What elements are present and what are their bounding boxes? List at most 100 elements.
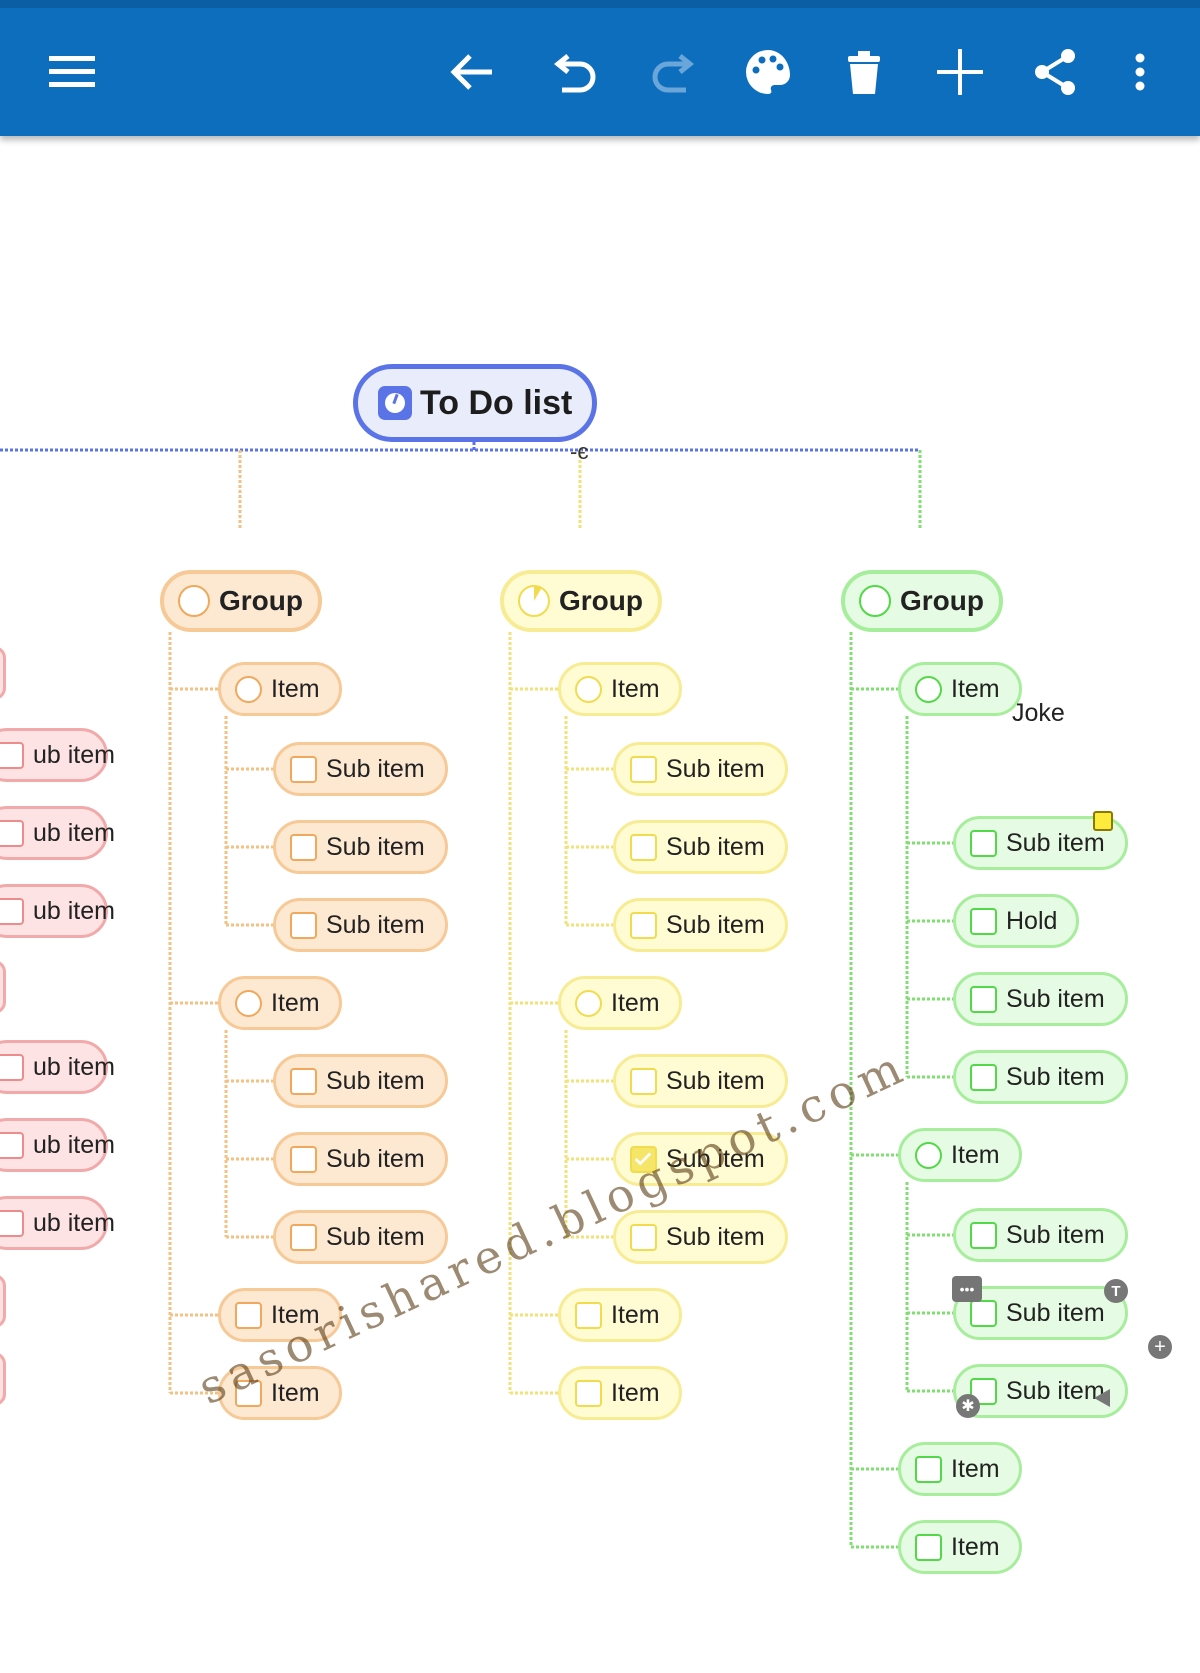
sub-item-node[interactable]: Sub item [953, 972, 1128, 1026]
group-node[interactable]: Group [160, 570, 322, 632]
sub-item-node[interactable]: Sub item [613, 1132, 788, 1186]
item-node[interactable]: Item [558, 976, 682, 1030]
sub-item-node[interactable]: Sub item [613, 820, 788, 874]
progress-circle-icon[interactable] [575, 675, 602, 703]
item-node[interactable]: Item [898, 662, 1022, 716]
item-node[interactable] [0, 646, 6, 700]
redo-icon[interactable] [636, 36, 708, 108]
undo-icon[interactable] [540, 36, 612, 108]
checkbox-icon[interactable] [290, 1223, 317, 1251]
checkbox-icon[interactable] [0, 1053, 24, 1081]
checkbox-icon[interactable] [0, 741, 24, 769]
checkbox-icon[interactable] [235, 1379, 262, 1407]
text-icon[interactable]: T [1104, 1279, 1128, 1303]
item-node[interactable]: Item [558, 662, 682, 716]
sub-item-node[interactable]: Sub item [273, 898, 448, 952]
checkbox-icon[interactable] [575, 1379, 602, 1407]
collapse-icon[interactable]: -є [570, 439, 589, 464]
palette-icon[interactable] [732, 36, 804, 108]
add-circle-icon[interactable]: + [1148, 1335, 1172, 1359]
item-node[interactable] [0, 1274, 6, 1328]
checkbox-icon[interactable] [970, 1063, 997, 1091]
checkbox-icon[interactable] [630, 1223, 657, 1251]
group-node[interactable]: Group [841, 570, 1003, 632]
group-node[interactable]: Group [500, 570, 662, 632]
checkbox-icon[interactable] [970, 1377, 997, 1405]
checkbox-icon[interactable] [915, 1455, 942, 1483]
item-node[interactable] [0, 960, 6, 1014]
trash-icon[interactable] [828, 36, 900, 108]
item-node[interactable] [0, 1352, 6, 1406]
checkbox-icon[interactable] [575, 1301, 602, 1329]
sub-item-node[interactable]: Sub item [953, 1208, 1128, 1262]
checkbox-icon[interactable] [970, 985, 997, 1013]
checkbox-icon[interactable] [970, 907, 997, 935]
checkbox-icon[interactable] [0, 1131, 24, 1159]
sub-item-node[interactable]: Sub item [953, 1050, 1128, 1104]
checkbox-icon[interactable] [0, 897, 24, 925]
checkbox-icon[interactable] [970, 1299, 997, 1327]
sub-item-node[interactable]: Sub item [953, 1364, 1128, 1418]
sub-item-node[interactable]: Sub item [273, 1210, 448, 1264]
sub-item-node[interactable]: Sub item [273, 742, 448, 796]
sub-item-node[interactable]: ub item [0, 728, 115, 782]
progress-circle-icon[interactable] [575, 989, 602, 1017]
item-node[interactable]: Item [898, 1442, 1022, 1496]
sub-item-node[interactable]: Sub item [613, 1210, 788, 1264]
more-dots-icon[interactable]: ••• [952, 1276, 982, 1302]
sub-item-node[interactable]: Sub item [613, 1054, 788, 1108]
sub-item-node[interactable]: ub item [0, 1196, 115, 1250]
checkbox-icon[interactable] [290, 1145, 317, 1173]
progress-circle-icon[interactable] [235, 675, 262, 703]
item-node[interactable]: Item [218, 1366, 342, 1420]
item-node[interactable]: Item [218, 662, 342, 716]
checkbox-icon[interactable] [235, 1301, 262, 1329]
checked-checkbox-icon[interactable] [630, 1145, 657, 1173]
checkbox-icon[interactable] [630, 911, 657, 939]
mind-map-canvas[interactable]: To Do list -є ub item ub item ub item ub it… [0, 136, 1200, 1673]
add-icon[interactable] [924, 36, 996, 108]
asterisk-icon[interactable]: ✱ [956, 1394, 980, 1418]
sub-item-node[interactable]: Sub item [273, 1132, 448, 1186]
checkbox-icon[interactable] [290, 911, 317, 939]
sub-item-node[interactable]: Sub item [953, 816, 1128, 870]
progress-circle-icon[interactable] [518, 585, 550, 617]
item-node[interactable]: Item [218, 976, 342, 1030]
hold-node[interactable]: Hold [953, 894, 1079, 948]
sub-item-node[interactable]: ub item [0, 806, 115, 860]
sub-item-node[interactable]: Sub item [613, 742, 788, 796]
progress-circle-icon[interactable] [859, 585, 891, 617]
item-node[interactable]: Item [898, 1520, 1022, 1574]
triangle-icon[interactable] [1094, 1389, 1110, 1407]
checkbox-icon[interactable] [915, 1533, 942, 1561]
sub-item-node[interactable]: Sub item [273, 820, 448, 874]
sub-item-node[interactable]: Sub item [953, 1286, 1128, 1340]
checkbox-icon[interactable] [630, 833, 657, 861]
sub-item-node[interactable]: ub item [0, 1040, 115, 1094]
checkbox-icon[interactable] [630, 1067, 657, 1095]
progress-circle-icon[interactable] [915, 1141, 942, 1169]
checkbox-icon[interactable] [630, 755, 657, 783]
checkbox-icon[interactable] [290, 833, 317, 861]
sub-item-node[interactable]: Sub item [273, 1054, 448, 1108]
item-node[interactable]: Item [558, 1366, 682, 1420]
share-icon[interactable] [1020, 36, 1092, 108]
menu-icon[interactable] [35, 36, 107, 108]
progress-circle-icon[interactable] [915, 675, 942, 703]
checkbox-icon[interactable] [0, 819, 24, 847]
sub-item-node[interactable]: ub item [0, 1118, 115, 1172]
progress-circle-icon[interactable] [178, 585, 210, 617]
sub-item-node[interactable]: ub item [0, 884, 115, 938]
back-arrow-icon[interactable] [436, 36, 508, 108]
sub-item-node[interactable]: Sub item [613, 898, 788, 952]
progress-circle-icon[interactable] [235, 989, 262, 1017]
item-node[interactable]: Item [558, 1288, 682, 1342]
checkbox-icon[interactable] [290, 1067, 317, 1095]
checkbox-icon[interactable] [970, 829, 997, 857]
more-vert-icon[interactable] [1104, 36, 1176, 108]
item-node[interactable]: Item [218, 1288, 342, 1342]
checkbox-icon[interactable] [970, 1221, 997, 1249]
checkbox-icon[interactable] [0, 1209, 24, 1237]
checkbox-icon[interactable] [290, 755, 317, 783]
root-node[interactable]: To Do list [353, 364, 597, 442]
